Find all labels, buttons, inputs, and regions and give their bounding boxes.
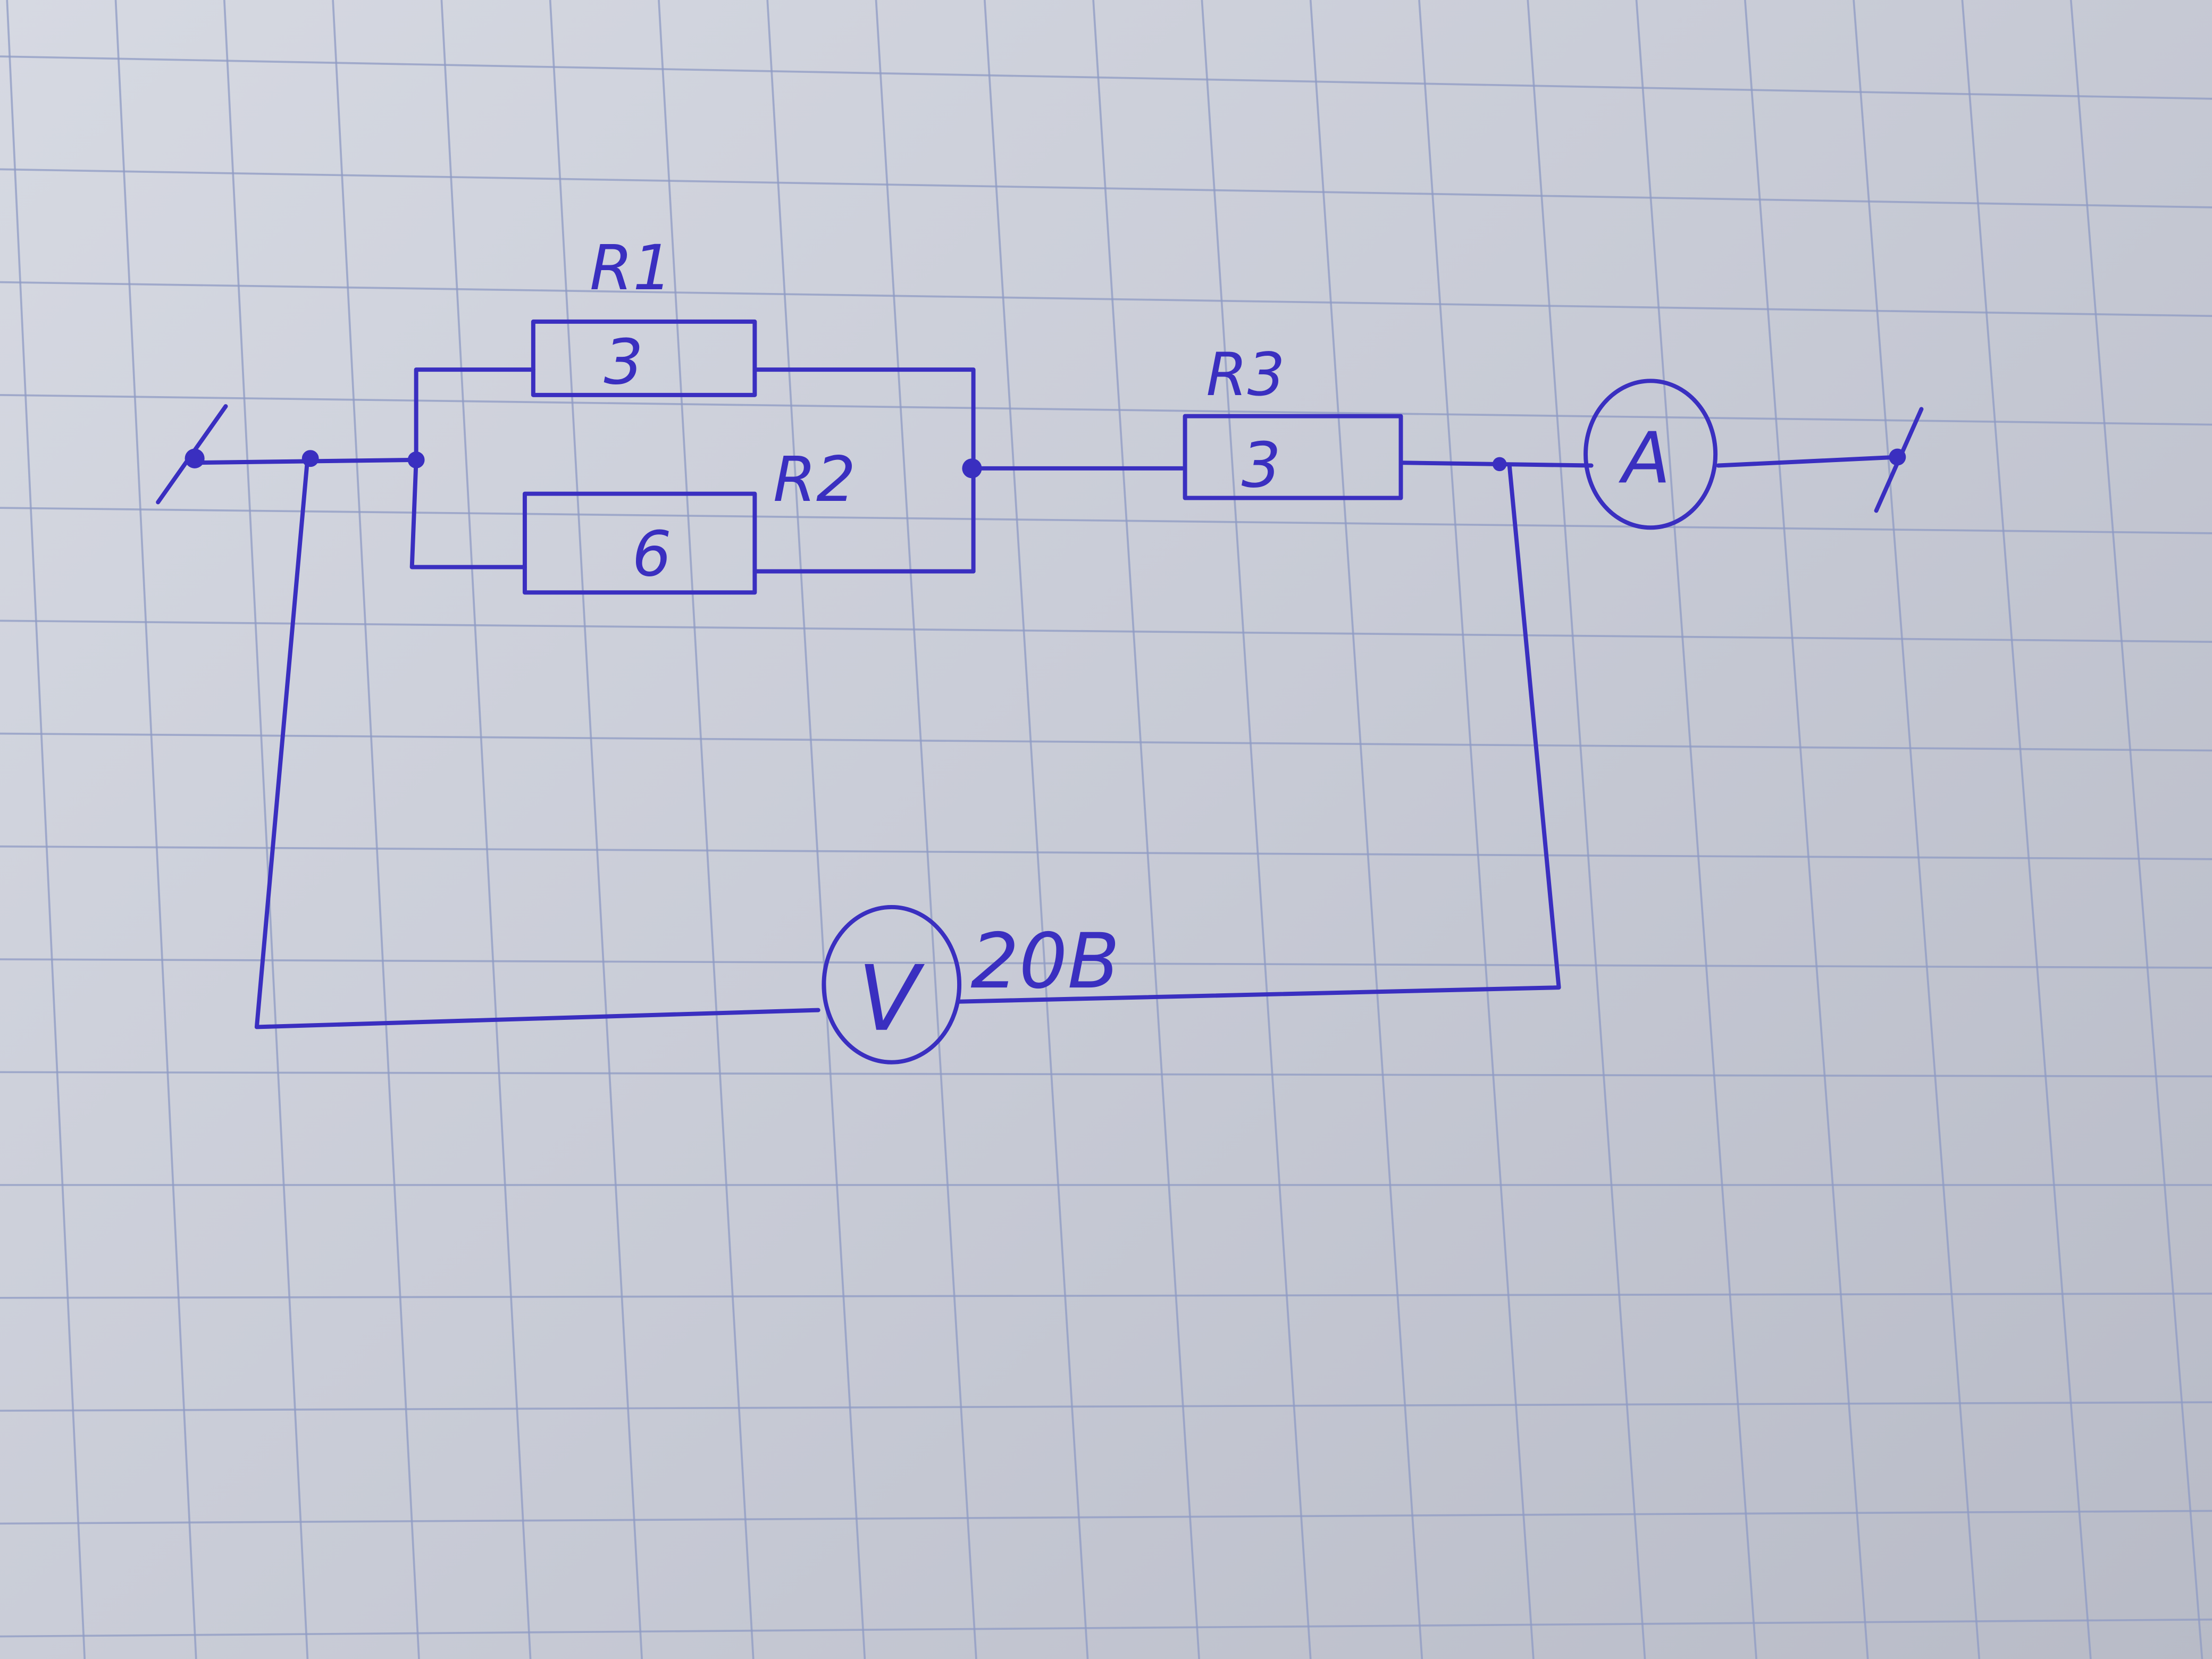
grid-line-vertical: [1309, 0, 1423, 1659]
grid-line-vertical: [1635, 0, 1757, 1659]
grid-line-horizontal: [0, 281, 2212, 317]
grid-line-vertical: [6, 0, 86, 1659]
grid-line-vertical: [223, 0, 309, 1659]
grid-line-horizontal: [0, 1401, 2212, 1412]
ammeter-symbol: A: [1618, 417, 1671, 499]
r3-value: 3: [1242, 429, 1281, 501]
grid-line-vertical: [440, 0, 532, 1659]
ammeter: A: [1583, 379, 1718, 530]
grid-line-vertical: [766, 0, 866, 1659]
grid-line-vertical: [1092, 0, 1200, 1659]
resistor-r3: R3 3: [1183, 341, 1403, 501]
grid-line-vertical: [114, 0, 197, 1659]
grid-line-vertical: [1527, 0, 1646, 1659]
grid-line-horizontal: [0, 1293, 2212, 1299]
resistor-r2: R2 6: [522, 443, 856, 595]
grid-line-horizontal: [0, 619, 2212, 643]
grid-line-horizontal: [0, 1071, 2212, 1078]
grid-line-horizontal: [0, 1510, 2212, 1525]
junction-dots: [185, 448, 1906, 479]
voltmeter-wire: [254, 456, 1561, 1029]
grid-line-vertical: [549, 0, 643, 1659]
r1-value: 3: [604, 326, 643, 399]
grid-line-horizontal: [0, 55, 2212, 100]
grid-line-horizontal: [0, 958, 2212, 969]
r2-label: R2: [773, 443, 856, 516]
grid-line-vertical: [1201, 0, 1312, 1659]
grid-line-horizontal: [0, 507, 2212, 534]
grid-line-vertical: [875, 0, 977, 1659]
grid-line-vertical: [1744, 0, 1869, 1659]
r1-label: R1: [590, 232, 672, 304]
voltmeter-symbol: V: [858, 946, 925, 1052]
grid-line-vertical: [1418, 0, 1535, 1659]
grid-line-vertical: [332, 0, 420, 1659]
grid-line-vertical: [658, 0, 755, 1659]
grid-line-vertical: [983, 0, 1089, 1659]
r3-label: R3: [1206, 341, 1285, 409]
grid-line-vertical: [1853, 0, 1981, 1659]
voltmeter: V 20В: [822, 904, 1120, 1065]
grid-line-vertical: [1961, 0, 2092, 1659]
grid-line-horizontal: [0, 845, 2212, 860]
grid-line-horizontal: [0, 1618, 2212, 1638]
grid-line-vertical: [2069, 0, 2203, 1659]
r2-value: 6: [632, 518, 672, 590]
grid-line-horizontal: [0, 732, 2212, 752]
grid-line-horizontal: [0, 394, 2212, 426]
voltage-reading: 20В: [970, 917, 1120, 1006]
resistor-r1: R1 3: [531, 232, 757, 399]
grid-line-horizontal: [0, 168, 2212, 208]
